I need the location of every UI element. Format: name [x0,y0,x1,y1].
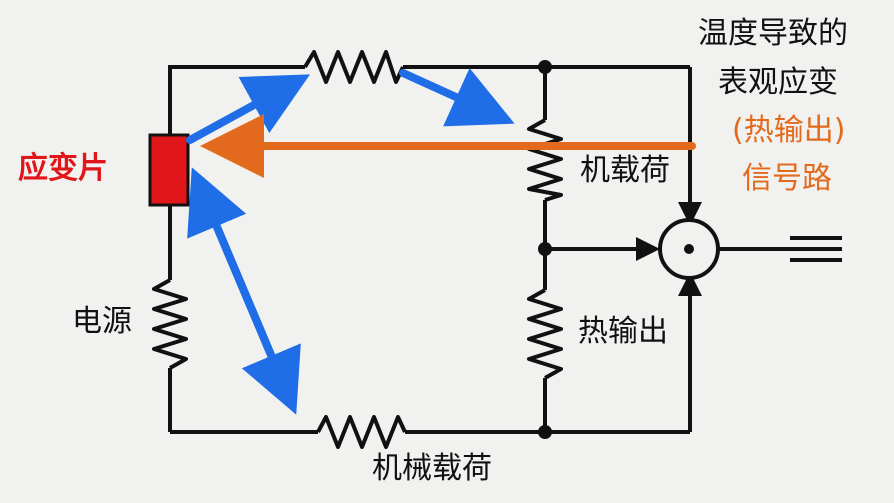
resistor-bottom [316,415,407,449]
resistor-power-source [152,278,188,370]
resistor-top [303,50,405,84]
meter [658,218,720,280]
blue-arrow-down-to-bottom-resistor [194,178,301,415]
junction-top [538,60,552,74]
label-power-source: 电源 [72,304,132,339]
strain-gauge-block [148,133,190,207]
blue-arrow-gauge-to-top-resistor [186,74,311,144]
junction-middle [538,242,552,256]
label-apparent-strain-line2: 表观应变 [718,65,838,100]
label-signal-path: 信号路 [742,161,832,196]
label-strain-gauge: 应变片 [18,151,108,186]
label-thermal-output-paren: (热输出) [732,113,845,148]
label-thermal-output: 热输出 [578,314,668,349]
label-mech-load: 机载荷 [580,153,670,188]
label-mech-load-bottom: 机械载荷 [372,451,492,486]
junction-bottom [538,425,552,439]
resistor-thermal-output [527,288,563,380]
label-apparent-strain-line1: 温度导致的 [698,16,848,51]
meter-center-dot [684,244,694,254]
blue-arrow-top-resistor-to-mech-load [399,68,515,127]
resistor-mech-load [527,118,563,202]
